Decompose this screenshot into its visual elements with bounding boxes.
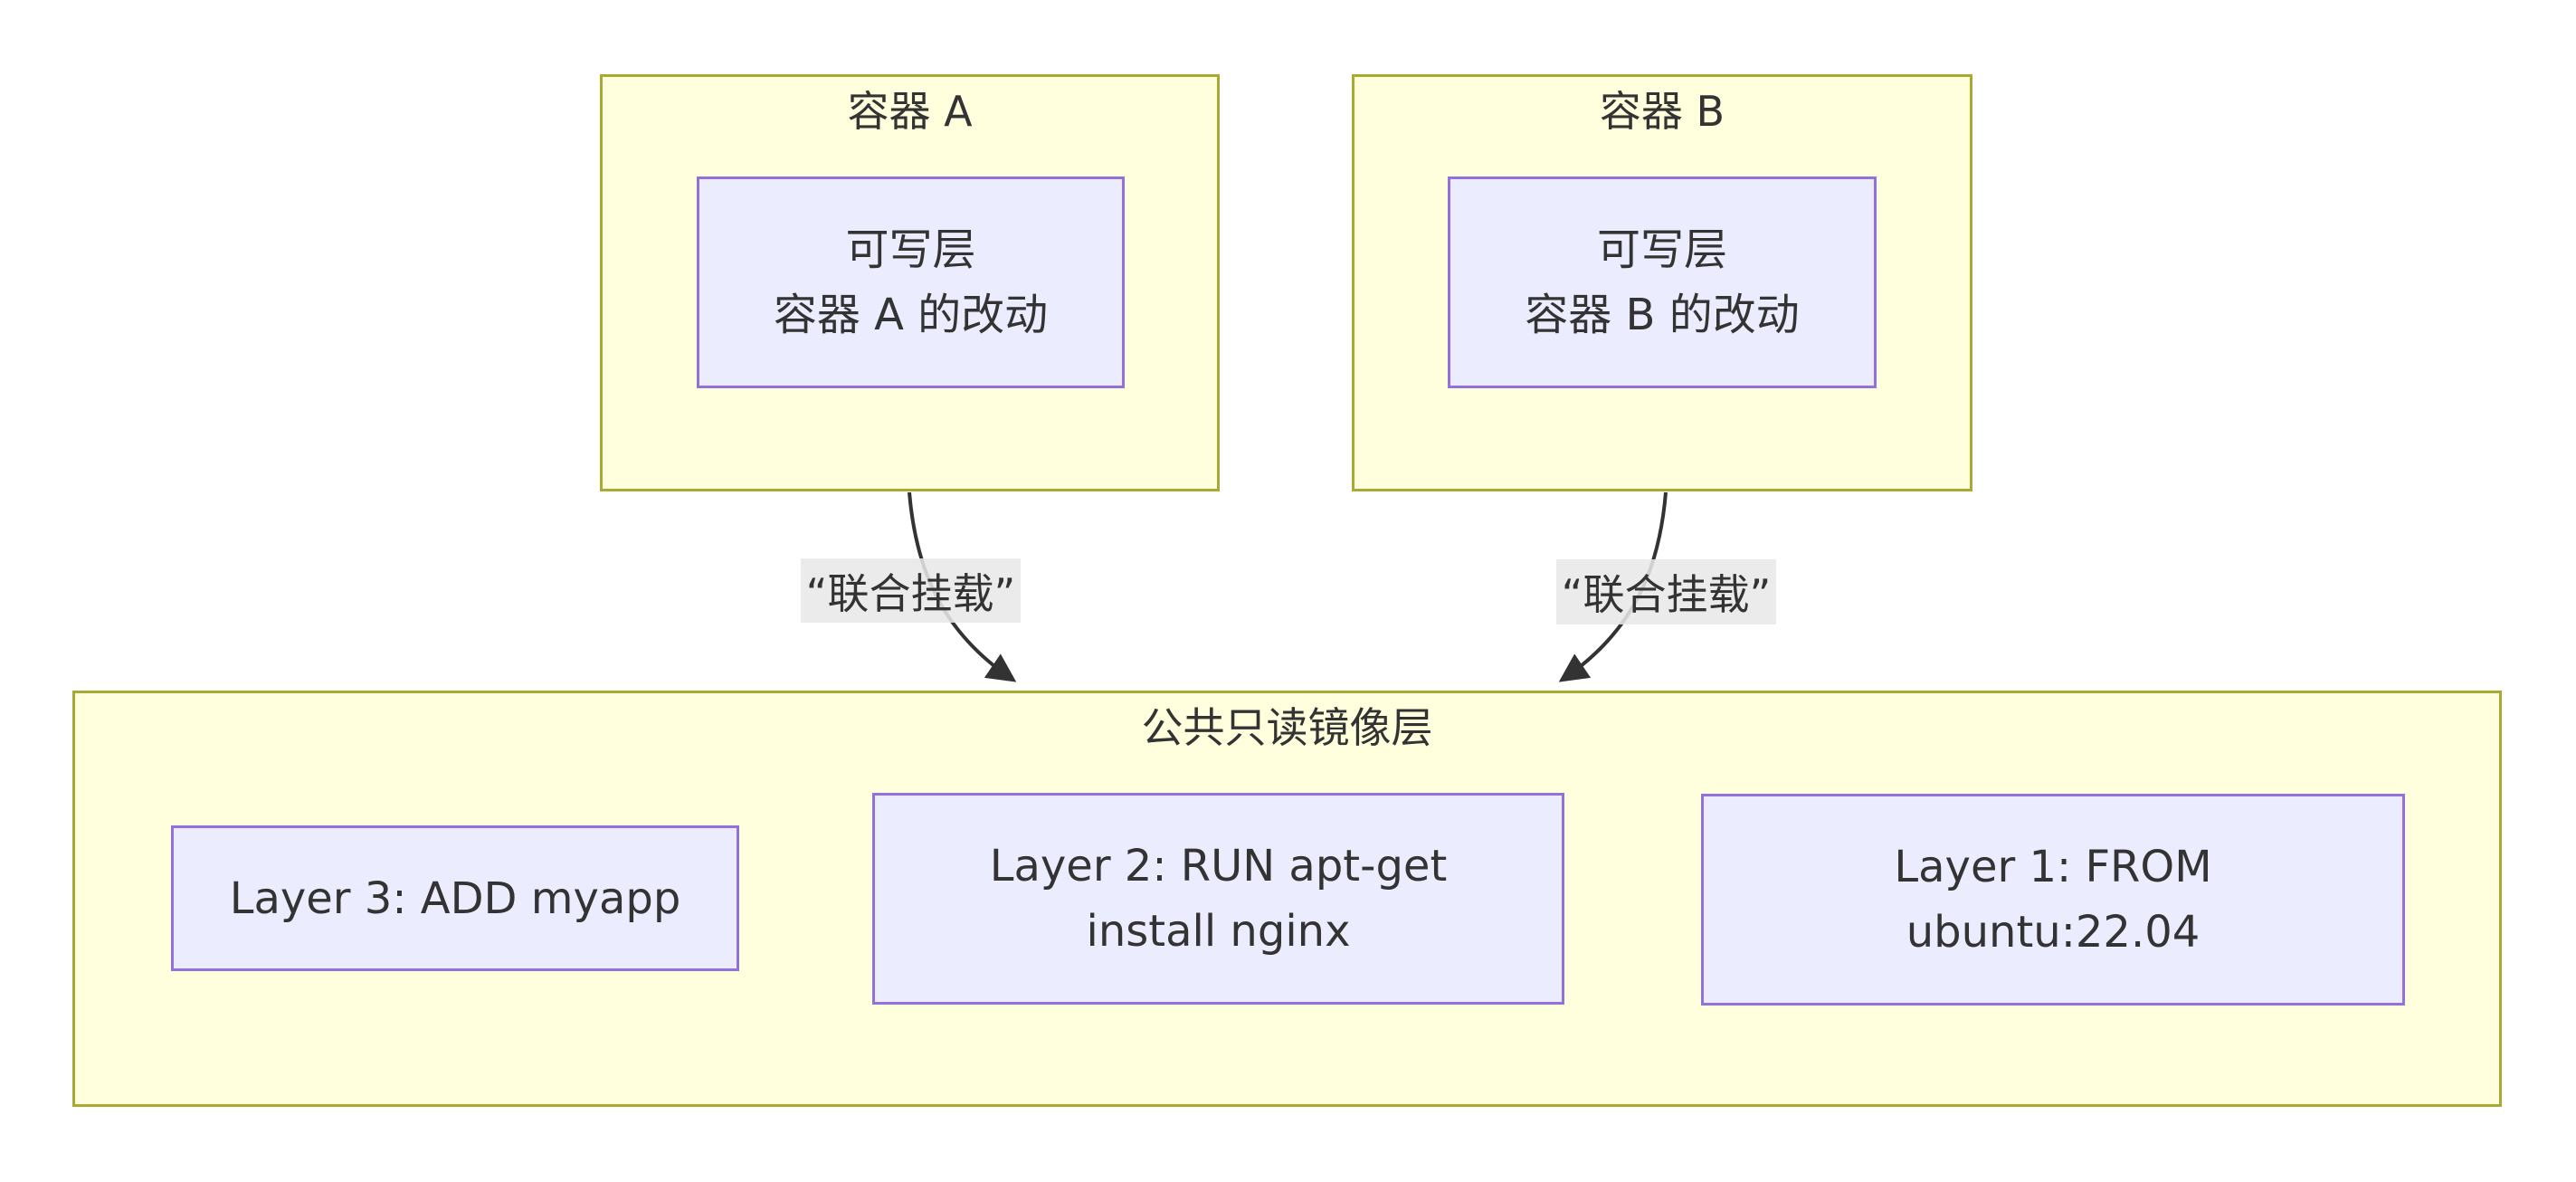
edge-label-union-mount-b: “联合挂载” [1556, 559, 1776, 624]
node-layer-1-line2: ubuntu:22.04 [1906, 907, 2201, 958]
node-layer-3-line1: Layer 3: ADD myapp [229, 872, 681, 924]
node-writable-layer-b-line2: 容器 B 的改动 [1525, 290, 1800, 340]
node-layer-2-line1: Layer 2: RUN apt-get [989, 841, 1448, 891]
node-layer-2-line2: install nginx [1086, 906, 1351, 957]
edge-label-union-mount-b-text: “联合挂载” [1561, 570, 1772, 619]
node-writable-layer-a-line1: 可写层 [845, 224, 976, 275]
node-layer-2: Layer 2: RUN apt-get install nginx [872, 793, 1564, 1005]
node-layer-3: Layer 3: ADD myapp [171, 825, 739, 971]
subgraph-container-a-title: 容器 A [847, 87, 973, 136]
edge-label-union-mount-a: “联合挂载” [801, 558, 1021, 623]
node-layer-1: Layer 1: FROM ubuntu:22.04 [1701, 794, 2405, 1006]
edge-label-union-mount-a-text: “联合挂载” [805, 568, 1016, 618]
node-writable-layer-a: 可写层 容器 A 的改动 [697, 176, 1125, 388]
subgraph-image-layer-title: 公共只读镜像层 [1141, 703, 1433, 752]
subgraph-container-b-title: 容器 B [1599, 87, 1725, 136]
node-layer-1-line1: Layer 1: FROM [1894, 842, 2212, 892]
node-writable-layer-b-line1: 可写层 [1596, 224, 1727, 275]
node-writable-layer-b: 可写层 容器 B 的改动 [1448, 176, 1877, 388]
node-writable-layer-a-line2: 容器 A 的改动 [773, 290, 1049, 340]
